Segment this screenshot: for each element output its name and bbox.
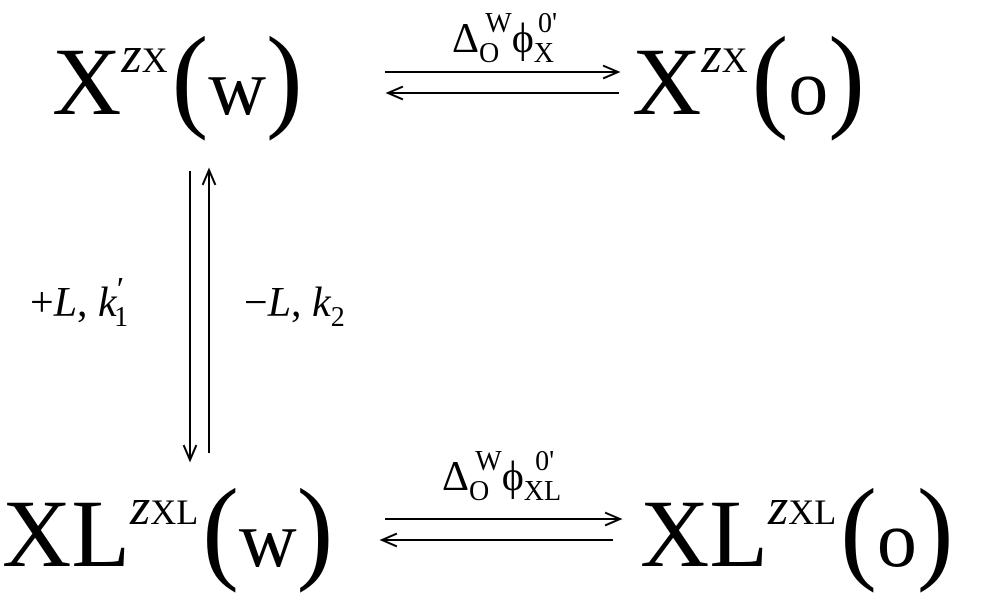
phase-label: o bbox=[876, 496, 917, 584]
delta-superscript: W bbox=[475, 446, 502, 477]
delta-symbol: Δ bbox=[452, 16, 480, 62]
delta-subscript: O bbox=[469, 476, 490, 507]
charge-subscript: XL bbox=[150, 492, 199, 532]
species-bottom-right: XLzXL (o) bbox=[640, 464, 954, 594]
charge-subscript: X bbox=[721, 40, 748, 80]
close-paren: ) bbox=[916, 464, 954, 594]
top-transfer-label: ΔOWϕX0' bbox=[452, 10, 557, 68]
charge-symbol: z bbox=[129, 479, 151, 536]
phi-superscript: 0' bbox=[538, 8, 558, 39]
phase-label: w bbox=[238, 496, 297, 584]
phi-subscript: X bbox=[533, 38, 555, 69]
phase-label: w bbox=[208, 44, 266, 132]
separator: , bbox=[291, 280, 302, 326]
minus-sign: − bbox=[244, 280, 268, 326]
species-base: XL bbox=[640, 480, 768, 587]
association-label: +L, k′1 bbox=[30, 273, 128, 332]
charge-symbol: z bbox=[767, 479, 789, 536]
species-base: X bbox=[52, 28, 122, 135]
species-top-left: XzX (w) bbox=[52, 12, 303, 142]
species-top-right: XzX (o) bbox=[632, 12, 865, 142]
charge-subscript: X bbox=[141, 40, 168, 80]
open-paren: ( bbox=[840, 464, 877, 594]
rate-subscript: 2 bbox=[330, 302, 345, 333]
open-paren: ( bbox=[202, 464, 239, 594]
rate-subscript: 1 bbox=[114, 302, 129, 333]
species-bottom-left: XLzXL (w) bbox=[2, 464, 334, 594]
ligand-symbol: L bbox=[53, 280, 78, 326]
down-arrow bbox=[182, 171, 198, 463]
separator: , bbox=[77, 280, 88, 326]
rate-prime: ′ bbox=[116, 271, 125, 308]
top-forward-arrow bbox=[385, 64, 621, 80]
bottom-backward-arrow bbox=[379, 532, 613, 548]
charge-symbol: z bbox=[121, 27, 142, 84]
open-paren: ( bbox=[751, 12, 789, 142]
delta-superscript: W bbox=[485, 8, 512, 39]
ligand-symbol: L bbox=[267, 280, 292, 326]
rate-constant: k bbox=[312, 280, 331, 326]
close-paren: ) bbox=[266, 12, 303, 142]
open-paren: ( bbox=[171, 12, 209, 142]
plus-sign: + bbox=[30, 280, 54, 326]
charge-symbol: z bbox=[701, 27, 722, 84]
species-base: X bbox=[632, 28, 702, 135]
bottom-transfer-label: ΔOWϕXL0' bbox=[442, 448, 561, 506]
phase-label: o bbox=[788, 44, 829, 132]
charge-subscript: XL bbox=[788, 492, 837, 532]
phi-subscript: XL bbox=[523, 476, 562, 507]
phi-symbol: ϕ bbox=[511, 16, 534, 62]
dissociation-label: −L, k2 bbox=[244, 280, 345, 332]
top-backward-arrow bbox=[385, 85, 619, 101]
bottom-forward-arrow bbox=[385, 511, 623, 527]
phi-symbol: ϕ bbox=[501, 454, 524, 500]
rate-constant: k bbox=[98, 280, 117, 326]
delta-symbol: Δ bbox=[442, 454, 470, 500]
up-arrow bbox=[201, 167, 217, 453]
close-paren: ) bbox=[828, 12, 865, 142]
phi-superscript: 0' bbox=[535, 446, 555, 477]
close-paren: ) bbox=[296, 464, 334, 594]
species-base: XL bbox=[2, 480, 130, 587]
delta-subscript: O bbox=[479, 38, 500, 69]
